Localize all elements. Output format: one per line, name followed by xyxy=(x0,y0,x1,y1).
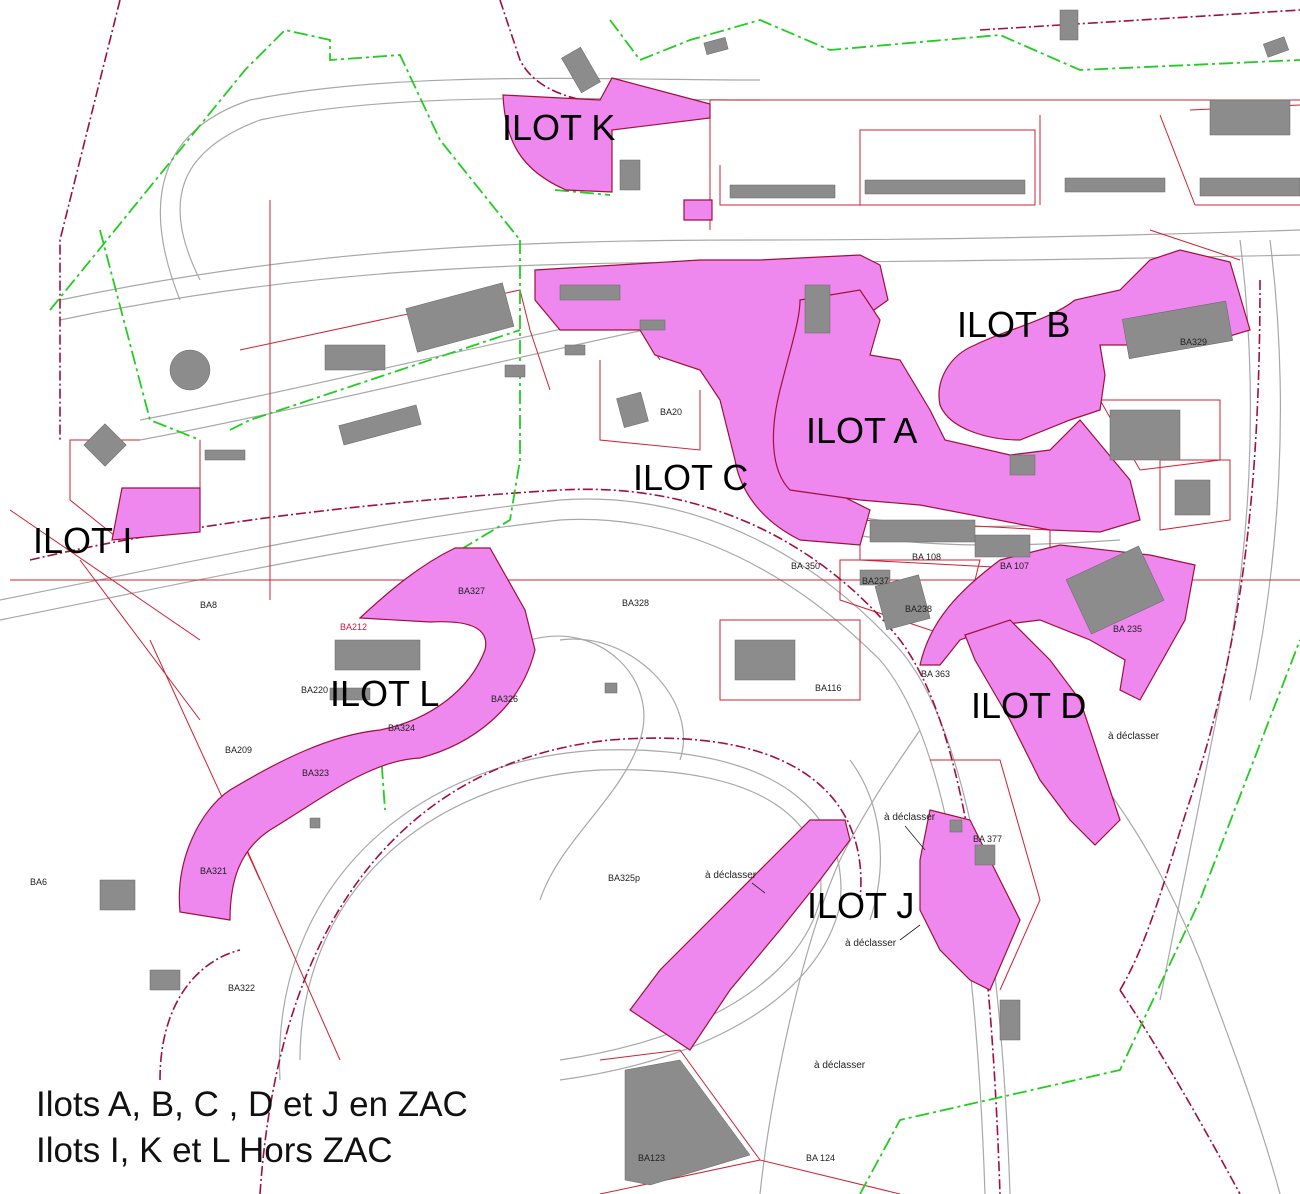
ilot-k-small-polygon xyxy=(683,199,713,221)
parcel-ba124: BA 124 xyxy=(806,1153,835,1163)
declassify-arrows xyxy=(751,825,926,941)
parcel-ba235: BA 235 xyxy=(1113,624,1142,634)
declasser-note: à déclasser xyxy=(705,870,757,881)
parcel-ba329: BA329 xyxy=(1180,337,1207,347)
ilot-l-label: ILOT L xyxy=(330,673,439,714)
parcel-ba322: BA322 xyxy=(228,983,255,993)
parcel-ba324: BA324 xyxy=(388,723,415,733)
ilot-j-label: ILOT J xyxy=(807,885,914,926)
ilot-k-label: ILOT K xyxy=(502,107,615,148)
ilot-c-label: ILOT C xyxy=(633,457,748,498)
parcel-ba6: BA6 xyxy=(30,877,47,887)
parcel-ba212: BA212 xyxy=(340,622,367,632)
declasser-note: à déclasser xyxy=(884,812,936,823)
parcel-ba20: BA20 xyxy=(660,407,682,417)
declasser-note: à déclasser xyxy=(1108,731,1160,742)
parcel-ba238: BA238 xyxy=(905,604,932,614)
parcel-ba220: BA220 xyxy=(301,685,328,695)
ilot-a-polygon xyxy=(772,289,1141,533)
parcel-ba123: BA123 xyxy=(638,1153,665,1163)
parcel-ba325p: BA325p xyxy=(608,873,640,883)
parcel-ba323: BA323 xyxy=(302,768,329,778)
ilot-a-label: ILOT A xyxy=(806,410,917,451)
parcel-ba321: BA321 xyxy=(200,866,227,876)
parcel-labels: BA8 BA6 BA327 BA328 BA326 BA324 BA323 BA… xyxy=(30,337,1207,1163)
legend-line-hors-zac: Ilots I, K et L Hors ZAC xyxy=(36,1131,393,1170)
declasser-note: à déclasser xyxy=(814,1060,866,1071)
ilot-i-label: ILOT I xyxy=(33,520,132,561)
parcel-ba326: BA326 xyxy=(491,694,518,704)
parcel-ba108: BA 108 xyxy=(912,552,941,562)
parcel-ba237: BA237 xyxy=(862,576,889,586)
ilot-l-polygon xyxy=(178,547,536,921)
declasser-note: à déclasser xyxy=(845,938,897,949)
parcel-ba209: BA209 xyxy=(225,745,252,755)
zac-perimeter xyxy=(49,19,1300,1194)
ilot-j-polygon xyxy=(629,819,851,1051)
map-legend: Ilots A, B, C , D et J en ZAC Ilots I, K… xyxy=(36,1082,468,1174)
parcel-ba350: BA 350 xyxy=(791,561,820,571)
parcel-ba363: BA 363 xyxy=(921,669,950,679)
buildings xyxy=(83,9,1300,1186)
ilot-i-polygon xyxy=(111,487,201,541)
declassify-notes: à déclasser à déclasser à déclasser à dé… xyxy=(705,731,1160,1071)
ilot-b-label: ILOT B xyxy=(957,304,1070,345)
ilot-d-label: ILOT D xyxy=(971,685,1086,726)
parcel-ba107: BA 107 xyxy=(1000,561,1029,571)
ilot-k-polygon xyxy=(502,77,711,193)
ilot-d-lower-polygon xyxy=(964,619,1121,846)
parcel-ba327: BA327 xyxy=(458,586,485,596)
legend-line-zac: Ilots A, B, C , D et J en ZAC xyxy=(36,1085,468,1124)
ilot-b-polygon xyxy=(938,249,1251,441)
parcel-ba328: BA328 xyxy=(622,598,649,608)
parcel-ba116: BA116 xyxy=(815,683,841,693)
parcel-ba8: BA8 xyxy=(200,600,217,610)
ilot-j-right-polygon xyxy=(919,809,1021,991)
ilot-labels: ILOT K ILOT B ILOT A ILOT C ILOT I ILOT … xyxy=(33,107,1086,926)
parcel-ba377: BA 377 xyxy=(973,834,1002,844)
